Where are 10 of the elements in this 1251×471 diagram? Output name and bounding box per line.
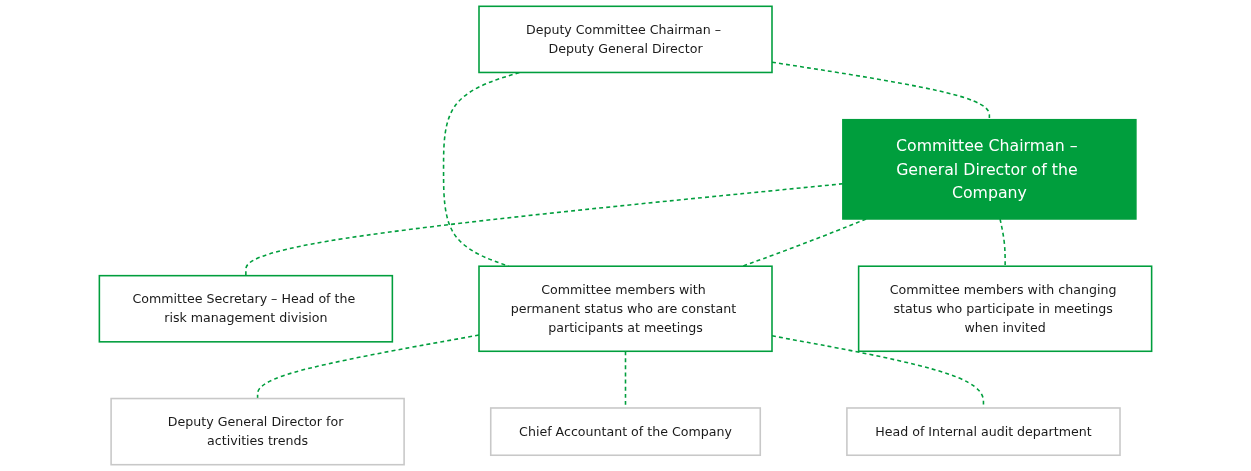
node-box: Committee Secretary – Head of the risk management division — [98, 274, 394, 343]
node-box: Chief Accountant of the Company — [489, 407, 762, 457]
node-box: Head of Internal audit department — [846, 407, 1121, 457]
connector — [999, 218, 1006, 267]
node-box: Committee members with changing status who participate in meetings when invited — [857, 265, 1153, 353]
connector — [256, 334, 480, 400]
node-box: Committee members with permanent status who are constant participants at meetings — [478, 265, 773, 353]
node-box: Committee Chairman – General Director of the Company — [842, 118, 1137, 220]
node-box: Deputy General Director for activities trends — [110, 397, 405, 466]
node-box: Deputy Committee Chairman – Deputy General Director — [478, 5, 773, 74]
